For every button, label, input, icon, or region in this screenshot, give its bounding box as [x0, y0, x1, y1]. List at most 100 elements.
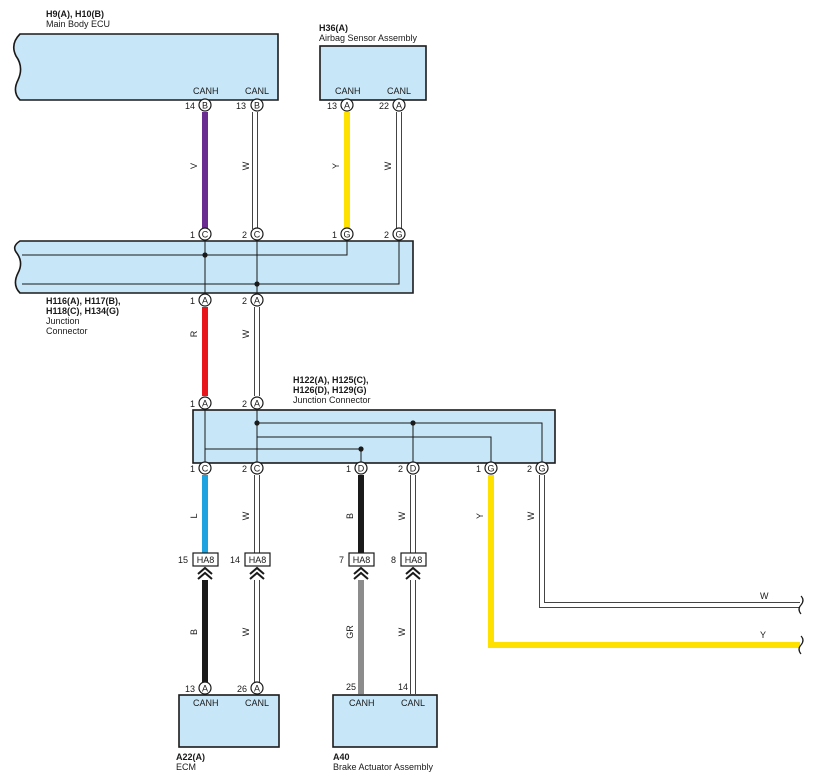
svg-text:A: A: [396, 101, 402, 111]
wire-label-ecm-canl: W: [241, 627, 251, 636]
wire-j2g-canh: [488, 475, 800, 648]
svg-text:1: 1: [332, 230, 337, 240]
pin-j2-bottom-4: 2 D: [398, 461, 420, 475]
pin-j1-top-3: 1 G: [332, 227, 354, 241]
wire-label-j2c-canh: L: [189, 513, 199, 518]
wire-break-w: [798, 595, 804, 615]
junction1-name-line2: Connector: [46, 326, 88, 336]
wire-label-brake-canl: W: [397, 627, 407, 636]
brake-canh: CANH: [349, 698, 375, 708]
main-body-ecu-name: Main Body ECU: [46, 19, 110, 29]
wire-break-y: [798, 635, 804, 655]
airbag-id: H36(A): [319, 23, 348, 33]
wire-label-j2d-canh: B: [345, 513, 355, 519]
brake-canl: CANL: [401, 698, 425, 708]
svg-text:13: 13: [185, 684, 195, 694]
svg-text:1: 1: [190, 464, 195, 474]
wire-label-airbag-canh: Y: [331, 163, 341, 169]
pin-j2-top-2: 2 A: [242, 396, 264, 410]
junction-connector-1: H116(A), H117(B), H118(C), H134(G) Junct…: [13, 240, 414, 336]
junction2-name: Junction Connector: [293, 395, 371, 405]
wire-label-j1-canh: R: [189, 330, 199, 337]
ecm: CANH CANL A22(A) ECM: [176, 694, 280, 772]
junction1-name-line1: Junction: [46, 316, 80, 326]
svg-text:D: D: [358, 464, 365, 474]
wire-label-ecu-canl: W: [241, 161, 251, 170]
svg-text:1: 1: [190, 230, 195, 240]
pin-j2-bottom-3: 1 D: [346, 461, 368, 475]
svg-text:A: A: [202, 296, 208, 306]
pin-j2-bottom-5: 1 G: [476, 461, 498, 475]
svg-text:HA8: HA8: [249, 555, 267, 565]
pin-j2-bottom-6: 2 G: [527, 461, 549, 475]
svg-text:26: 26: [237, 684, 247, 694]
ecm-canl: CANL: [245, 698, 269, 708]
ha8-connector-4: 8 HA8: [391, 552, 427, 580]
svg-text:G: G: [395, 230, 402, 240]
svg-text:G: G: [487, 464, 494, 474]
pin-j1-bottom-2: 2 A: [242, 293, 264, 307]
svg-text:2: 2: [242, 296, 247, 306]
ha8-connector-3: 7 HA8: [339, 552, 375, 580]
svg-text:HA8: HA8: [353, 555, 371, 565]
svg-text:2: 2: [384, 230, 389, 240]
svg-text:A: A: [202, 399, 208, 409]
wire-label-airbag-canl: W: [383, 161, 393, 170]
wire-label-j2d-canl: W: [397, 511, 407, 520]
pin-ecu-canh: 14 B: [185, 98, 212, 112]
wire-label-out-w: W: [760, 591, 769, 601]
wire-label-out-y: Y: [760, 630, 766, 640]
svg-text:A: A: [344, 101, 350, 111]
wire-label-ecm-canh: B: [189, 629, 199, 635]
svg-text:1: 1: [190, 399, 195, 409]
svg-text:1: 1: [476, 464, 481, 474]
junction-connector-2: H122(A), H125(C), H126(D), H129(G) Junct…: [192, 375, 556, 464]
main-body-ecu-id: H9(A), H10(B): [46, 9, 104, 19]
pin-airbag-canh: 13 A: [327, 98, 354, 112]
ecm-id: A22(A): [176, 752, 205, 762]
ecm-canh: CANH: [193, 698, 219, 708]
svg-text:13: 13: [236, 101, 246, 111]
svg-text:B: B: [254, 101, 260, 111]
svg-text:C: C: [254, 464, 261, 474]
svg-text:A: A: [254, 399, 260, 409]
pin-j2-bottom-2: 2 C: [242, 461, 264, 475]
pin-airbag-canl: 22 A: [379, 98, 406, 112]
pin-j1-top-2: 2 C: [242, 227, 264, 241]
svg-text:C: C: [254, 230, 261, 240]
pin-brake-canh: 25: [346, 682, 356, 692]
svg-text:2: 2: [242, 399, 247, 409]
svg-text:G: G: [343, 230, 350, 240]
wire-j2g-canl: [539, 475, 800, 608]
wire-label-j2g-canl: W: [526, 511, 536, 520]
pin-ecm-canh: 13 A: [185, 681, 212, 695]
main-body-ecu-canl: CANL: [245, 86, 269, 96]
svg-text:13: 13: [327, 101, 337, 111]
wire-label-j1-canl: W: [241, 329, 251, 338]
svg-text:2: 2: [398, 464, 403, 474]
wire-label-j2c-canl: W: [241, 511, 251, 520]
ha8-connector-2: 14 HA8: [230, 552, 271, 580]
junction1-id-line1: H116(A), H117(B),: [46, 296, 121, 306]
pin-j1-top-1: 1 C: [190, 227, 212, 241]
svg-text:14: 14: [185, 101, 195, 111]
svg-text:15: 15: [178, 555, 188, 565]
svg-text:1: 1: [190, 296, 195, 306]
svg-text:C: C: [202, 230, 209, 240]
junction2-id-line2: H126(D), H129(G): [293, 385, 367, 395]
svg-text:2: 2: [242, 464, 247, 474]
ha8-connector-1: 15 HA8: [178, 552, 219, 580]
svg-text:14: 14: [230, 555, 240, 565]
pin-brake-canl: 14: [398, 682, 408, 692]
svg-text:B: B: [202, 101, 208, 111]
svg-text:HA8: HA8: [405, 555, 423, 565]
svg-text:2: 2: [527, 464, 532, 474]
svg-text:G: G: [538, 464, 545, 474]
airbag-canh: CANH: [335, 86, 361, 96]
airbag-name: Airbag Sensor Assembly: [319, 33, 418, 43]
wire-label-ecu-canh: V: [189, 163, 199, 169]
pin-j2-bottom-1: 1 C: [190, 461, 212, 475]
junction2-id-line1: H122(A), H125(C),: [293, 375, 369, 385]
pin-j1-top-4: 2 G: [384, 227, 406, 241]
brake-actuator-assembly: CANH CANL A40 Brake Actuator Assembly: [332, 694, 438, 772]
